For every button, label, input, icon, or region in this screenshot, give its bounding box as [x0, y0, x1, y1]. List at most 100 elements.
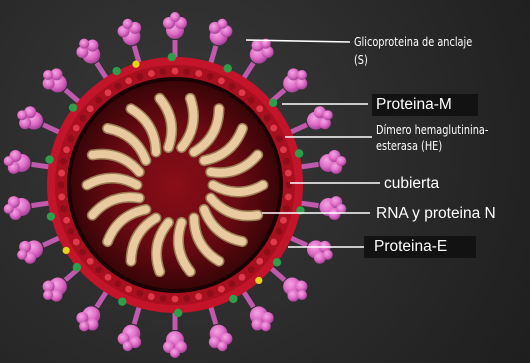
- envelope-stud: [276, 135, 283, 142]
- envelope-stud: [172, 296, 179, 303]
- spike-protein: [17, 106, 66, 135]
- envelope-stud: [58, 194, 65, 201]
- envelope-stud: [239, 89, 246, 96]
- envelope-stud: [73, 239, 80, 246]
- spike-lobe: [4, 156, 14, 166]
- spike-protein: [76, 286, 110, 331]
- envelope-stud: [79, 249, 86, 256]
- envelope-stud: [148, 293, 155, 300]
- envelope-stud: [280, 217, 287, 224]
- envelope-stud: [60, 158, 67, 165]
- envelope-stud: [285, 194, 292, 201]
- spike-protein: [284, 106, 333, 135]
- envelope-stud: [195, 293, 202, 300]
- envelope-stud: [218, 77, 225, 84]
- spike-protein: [118, 300, 142, 351]
- envelope-stud: [172, 68, 179, 75]
- spike-lobe: [297, 70, 307, 80]
- m-protein-marker: [112, 67, 120, 75]
- spike-protein: [43, 68, 85, 106]
- m-protein-marker: [174, 309, 182, 317]
- spike-lobe: [17, 110, 27, 120]
- spike-lobe: [4, 204, 14, 214]
- m-protein-marker: [269, 99, 277, 107]
- envelope-stud: [218, 286, 225, 293]
- spike-lobe: [323, 250, 333, 260]
- label-he: Dímero hemaglutinina- esterasa (HE): [376, 123, 488, 154]
- spike-lobe: [123, 19, 133, 29]
- spike-lobe: [297, 290, 307, 300]
- envelope-stud: [184, 68, 191, 75]
- spike-protein: [209, 19, 233, 70]
- spike-protein: [209, 300, 233, 351]
- envelope-stud: [207, 290, 214, 297]
- envelope-stud: [184, 295, 191, 302]
- envelope-stud: [87, 105, 94, 112]
- spike-lobe: [43, 70, 53, 80]
- envelope-stud: [229, 280, 236, 287]
- label-he-line2: esterasa (HE): [376, 139, 488, 153]
- spike-protein: [17, 235, 66, 264]
- envelope-stud: [283, 205, 290, 212]
- label-s-line1: Glicoproteina de anclaje: [354, 35, 472, 49]
- envelope-stud: [95, 97, 102, 104]
- envelope-stud: [256, 105, 263, 112]
- spike-lobe: [336, 156, 346, 166]
- spike-lobe: [217, 341, 227, 351]
- envelope-stud: [125, 286, 132, 293]
- spike-lobe: [323, 110, 333, 120]
- spike-lobe: [170, 348, 180, 358]
- envelope-stud: [79, 115, 86, 122]
- envelope-stud: [280, 146, 287, 153]
- label-rna: RNA y proteina N: [376, 205, 496, 223]
- label-s-line2: (S): [354, 53, 472, 67]
- spike-protein: [266, 264, 308, 302]
- envelope-stud: [95, 266, 102, 273]
- envelope-stud: [248, 97, 255, 104]
- label-he-line1: Dímero hemaglutinina-: [376, 123, 488, 137]
- envelope-stud: [256, 258, 263, 265]
- envelope-stud: [270, 239, 277, 246]
- envelope-stud: [276, 228, 283, 235]
- m-protein-marker: [168, 53, 176, 61]
- envelope-stud: [87, 258, 94, 265]
- envelope-stud: [105, 274, 112, 281]
- spike-lobe: [170, 12, 180, 22]
- envelope-stud: [160, 68, 167, 75]
- envelope-stud: [67, 228, 74, 235]
- envelope-stud: [195, 70, 202, 77]
- spike-lobe: [79, 39, 89, 49]
- e-protein-marker: [255, 277, 262, 284]
- envelope-stud: [136, 290, 143, 297]
- label-s-protein: Glicoproteina de anclaje (S): [354, 35, 472, 68]
- envelope-stud: [148, 70, 155, 77]
- spike-lobe: [217, 19, 227, 29]
- m-protein-marker: [273, 258, 281, 266]
- envelope-stud: [283, 158, 290, 165]
- envelope-stud: [73, 125, 80, 132]
- label-envelope: cubierta: [384, 175, 439, 193]
- envelope-stud: [229, 83, 236, 90]
- m-protein-marker: [118, 297, 126, 305]
- envelope-stud: [58, 170, 65, 177]
- e-protein-marker: [132, 61, 139, 68]
- envelope-stud: [160, 295, 167, 302]
- spike-lobe: [17, 250, 27, 260]
- m-protein-marker: [229, 295, 237, 303]
- m-protein-marker: [73, 263, 81, 271]
- label-e-protein: Proteina-E: [374, 238, 447, 256]
- envelope-stud: [125, 77, 132, 84]
- envelope-stud: [207, 73, 214, 80]
- m-protein-marker: [224, 64, 232, 72]
- envelope-stud: [115, 83, 122, 90]
- spike-protein: [284, 235, 333, 264]
- m-protein-marker: [47, 212, 55, 220]
- envelope-stud: [248, 266, 255, 273]
- m-protein-marker: [69, 103, 77, 111]
- envelope-stud: [67, 135, 74, 142]
- m-protein-marker: [45, 155, 53, 163]
- virus-core: [71, 81, 279, 289]
- e-protein-marker: [63, 247, 70, 254]
- spike-lobe: [43, 290, 53, 300]
